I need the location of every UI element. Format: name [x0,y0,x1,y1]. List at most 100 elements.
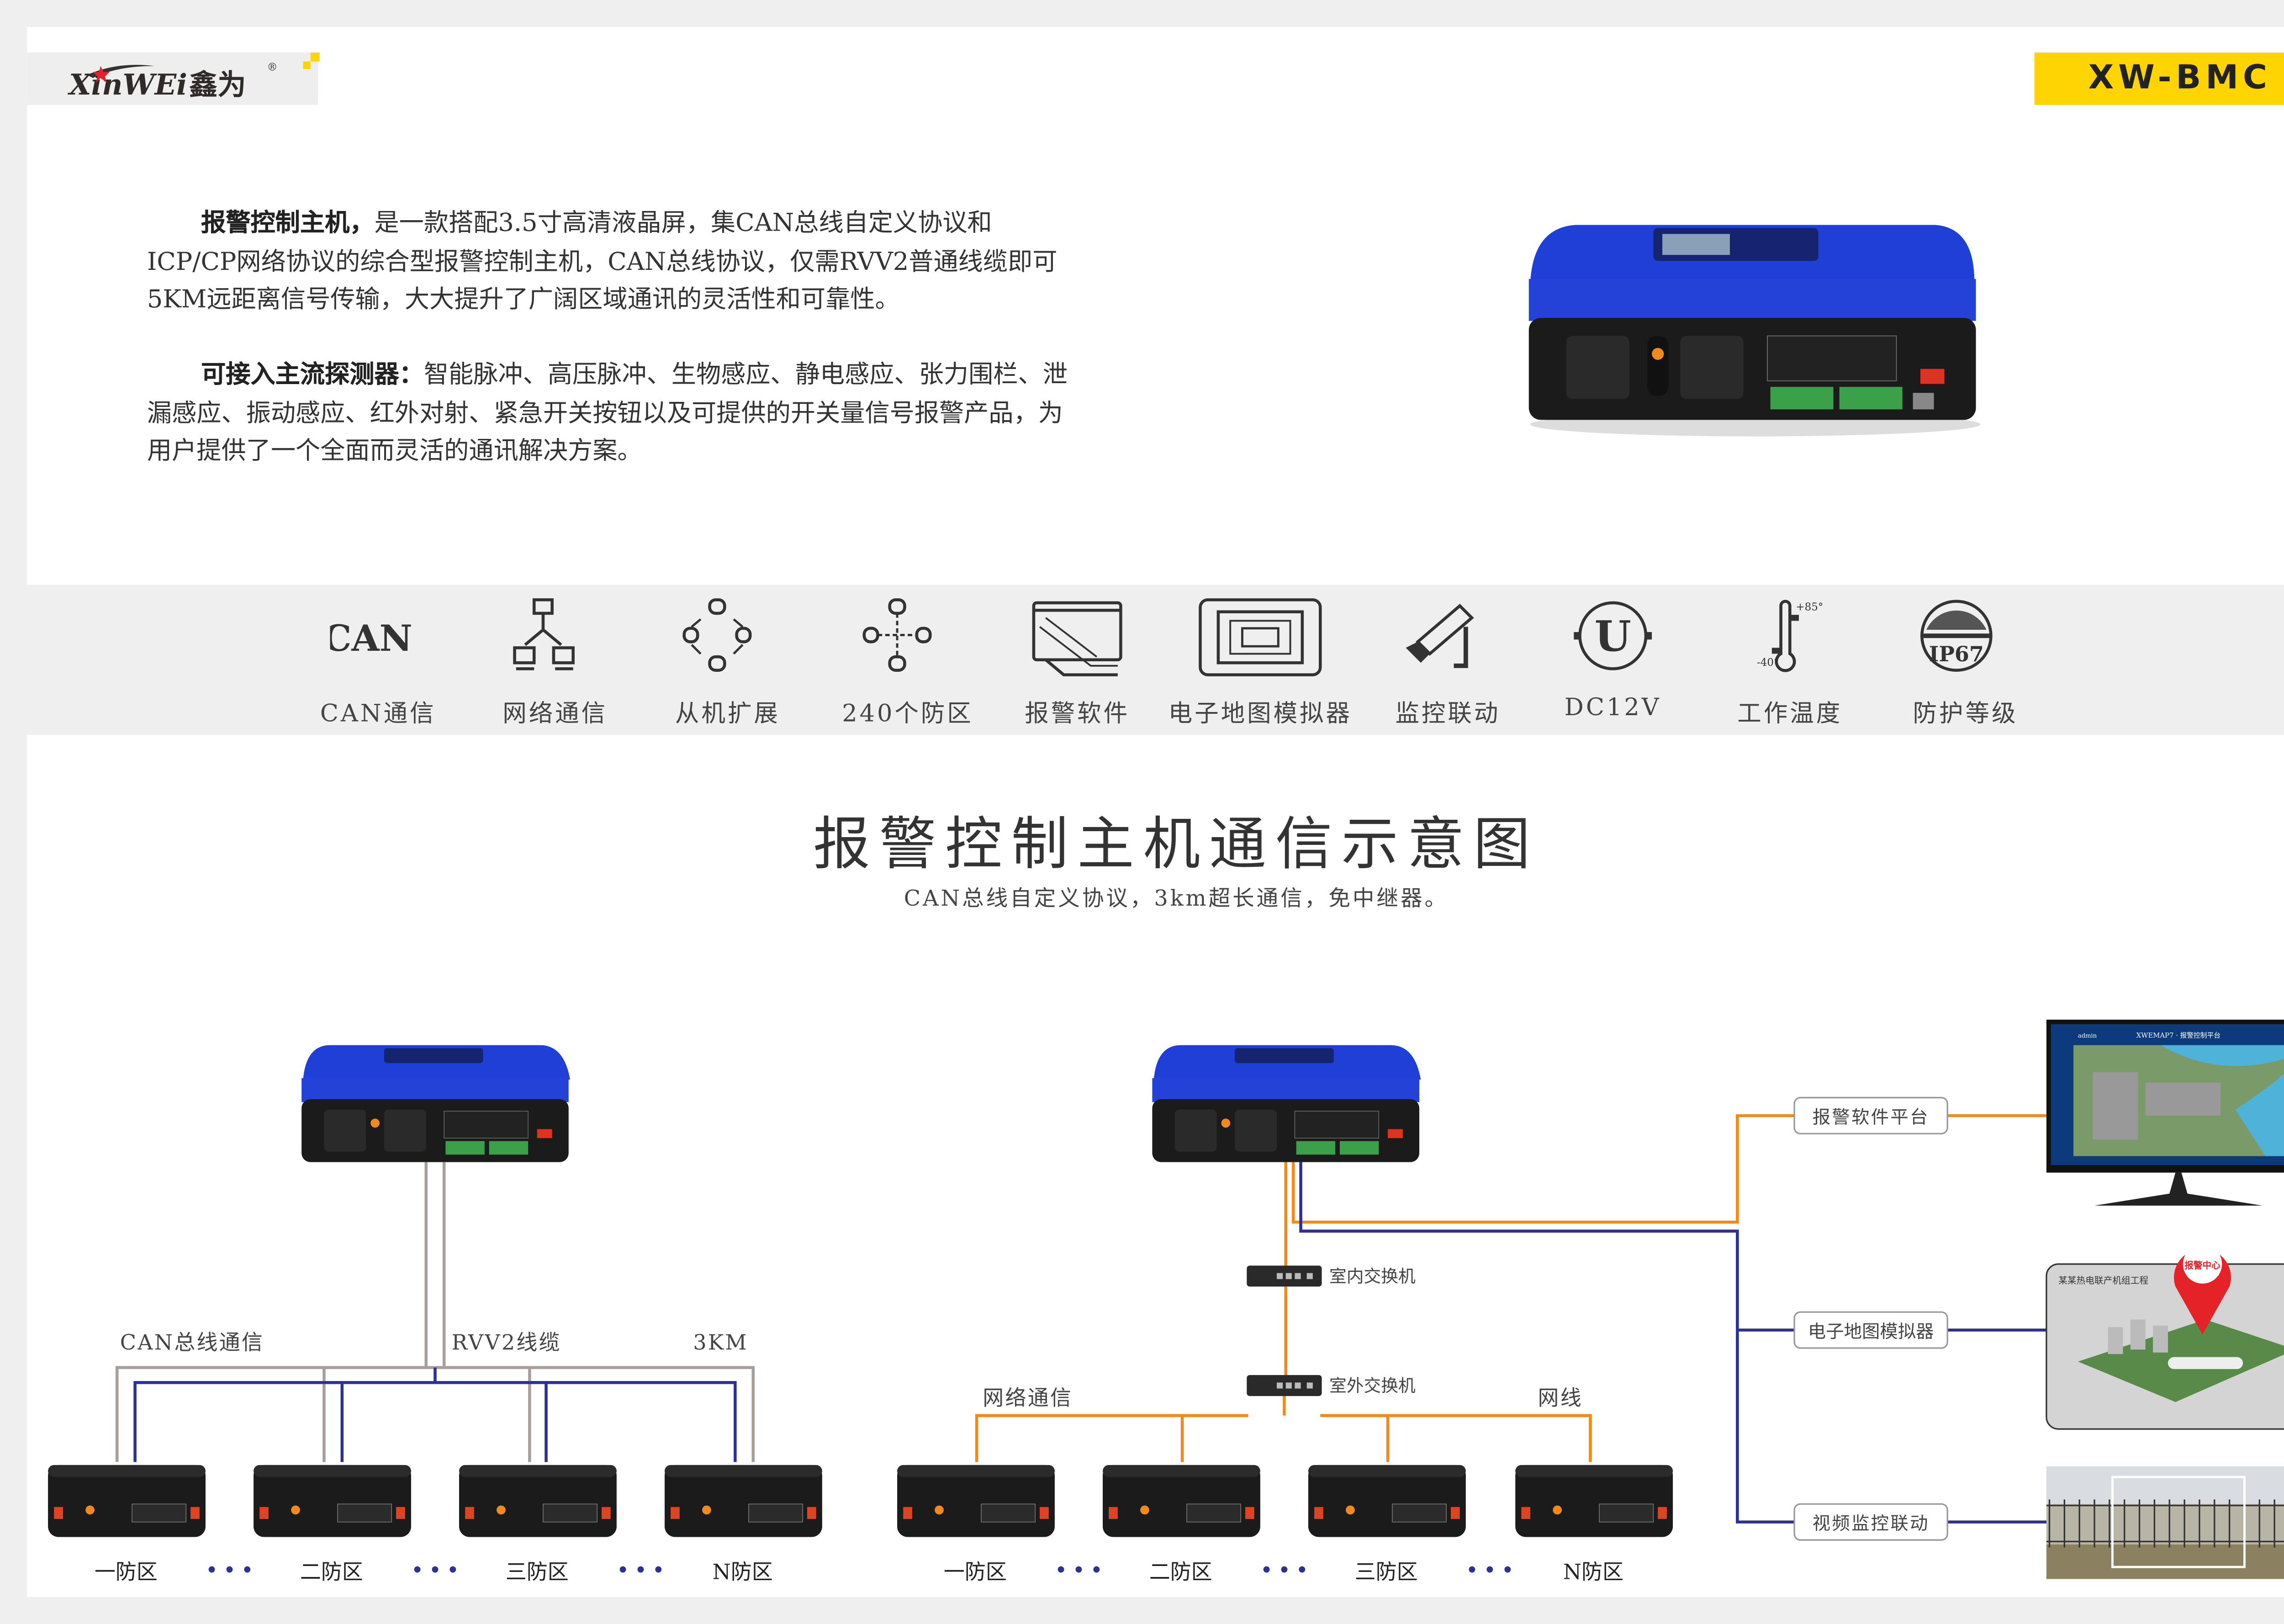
feature-label: 监控联动 [1395,699,1501,728]
feature-label: 网络通信 [502,699,608,728]
feature-label: DC12V [1564,692,1661,722]
feature-thermometer-icon: +85° -40° [1722,597,1857,684]
ellipsis: • • • [617,1560,664,1581]
zone-device [664,1465,823,1538]
svg-text:®: ® [267,61,278,73]
indoor-switch [1247,1265,1322,1287]
can-bus-label: CAN总线通信 [120,1330,264,1355]
zone-device [253,1465,412,1538]
feature-label: 防护等级 [1913,699,2018,728]
feature-network-icon [487,597,623,684]
output-label: 视频监控联动 [1813,1513,1930,1534]
product-image [1528,225,1981,437]
feature-label: 电子地图模拟器 [1168,699,1353,728]
outdoor-switch-label: 室外交换机 [1329,1376,1416,1396]
ellipsis: • • • [1055,1560,1102,1581]
diagram-subtitle: CAN总线自定义协议，3km超长通信，免中继器。 [904,887,1449,912]
zone-label: 一防区 [95,1559,158,1584]
zone-device [48,1465,206,1538]
ellipsis: • • • [206,1560,253,1581]
diagram-panel [27,734,2284,1597]
u-mark: U [1595,612,1631,661]
diagram-title: 报警控制主机通信示意图 [813,811,1539,877]
zone-label: N防区 [713,1559,773,1584]
svg-text:XinWEi: XinWEi [67,68,187,101]
model-badge: XW-BMC [2034,52,2284,105]
video-surveillance-image [2046,1466,2284,1579]
ip67-icon: IP67 [1920,600,1993,672]
screen-user: admin [2078,1033,2097,1039]
output-label: 电子地图模拟器 [1808,1321,1934,1342]
intro-lead-1: 报警控制主机， [201,208,375,237]
ellipsis: • • • [1261,1560,1308,1581]
intro-lead-2: 可接入主流探测器： [201,360,424,389]
thermometer-icon: +85° -40° [1757,600,1823,672]
rvv2-cable-label: RVV2线缆 [452,1330,561,1355]
zone-label: 二防区 [300,1559,363,1584]
temp-low-mark: -40° [1757,657,1779,669]
zone-device [1308,1465,1466,1538]
feature-can-icon: CAN [311,597,446,684]
output-video-linkage: 视频监控联动 [1793,1503,1948,1541]
feature-label: CAN通信 [320,699,436,728]
zones-icon [862,598,932,672]
can-bus-lines [115,1162,755,1462]
camera-icon [1406,604,1474,668]
main-controller-right [1151,1044,1422,1163]
intro-paragraph-2: 可接入主流探测器：智能脉冲、高压脉冲、生物感应、静电感应、张力围栏、泄漏感应、振… [147,355,1077,470]
ip-mark: IP67 [1929,642,1984,666]
intro-paragraph-1: 报警控制主机，是一款搭配3.5寸高清液晶屏，集CAN总线自定义协议和ICP/CP… [147,204,1077,319]
ethernet-cable-label: 网线 [1538,1386,1583,1410]
alarm-center-pin: 报警中心 [2184,1260,2221,1271]
feature-label: 工作温度 [1737,699,1843,728]
feature-label: 240个防区 [842,699,973,728]
feature-power-icon: U [1545,597,1681,684]
feature-expansion-icon [660,597,795,684]
zone-devices: 一防区• • •二防区• • •三防区• • •N防区一防区• • •二防区• … [48,1465,1673,1584]
can-icon: CAN [330,617,412,659]
expansion-icon [682,598,752,672]
map-simulator-image: 某某热电联产机组工程 报警中心 [2046,1244,2284,1430]
zone-device [1102,1465,1261,1538]
output-map-simulator: 电子地图模拟器 [1793,1311,1948,1349]
zone-device [897,1465,1055,1538]
network-icon [513,598,575,670]
zone-label: 三防区 [1355,1559,1418,1584]
map-simulator-icon [1199,598,1322,676]
distance-label: 3KM [693,1330,748,1355]
network-lines [975,1114,2048,1524]
intro-body-2: 智能脉冲、高压脉冲、生物感应、静电感应、张力围栏、泄漏感应、振动感应、红外对射、… [147,360,1068,465]
feature-map-simulator-icon [1193,597,1328,684]
zone-label: N防区 [1563,1559,1623,1584]
main-controller-left [301,1044,571,1163]
zone-label: 三防区 [506,1559,569,1584]
output-label: 报警软件平台 [1813,1107,1930,1128]
can-mark: CAN [330,617,412,659]
power-icon: U [1574,601,1652,670]
svg-text:鑫为: 鑫为 [189,68,246,101]
feature-label: 报警软件 [1025,699,1130,728]
output-alarm-software: 报警软件平台 [1793,1097,1948,1134]
temp-high-mark: +85° [1796,601,1823,613]
feature-label: 从机扩展 [675,699,780,728]
feature-software-icon [1010,597,1145,684]
ellipsis: • • • [1466,1560,1513,1581]
indoor-switch-label: 室内交换机 [1329,1266,1416,1286]
brand-logo: XinWEi 鑫为 ® [27,52,320,105]
network-label: 网络通信 [983,1386,1073,1410]
xinwei-logo-icon: XinWEi 鑫为 ® [67,52,320,101]
intro-body-1: 是一款搭配3.5寸高清液晶屏，集CAN总线自定义协议和ICP/CP网络协议的综合… [147,208,1057,314]
software-icon [1032,601,1122,676]
ellipsis: • • • [412,1560,459,1581]
screen-app-title: XWEMAP7 · 报警控制平台 [2136,1032,2221,1039]
outdoor-switch [1247,1375,1322,1396]
feature-zones-icon [840,597,975,684]
map-project-name: 某某热电联产机组工程 [2058,1276,2148,1286]
zone-device [459,1465,617,1538]
zone-label: 一防区 [944,1559,1007,1584]
feature-ip67-icon: IP67 [1898,597,2033,684]
software-monitor-image: XWEMAP7 · 报警控制平台 admin [2046,1019,2284,1206]
feature-camera-icon [1380,597,1516,684]
